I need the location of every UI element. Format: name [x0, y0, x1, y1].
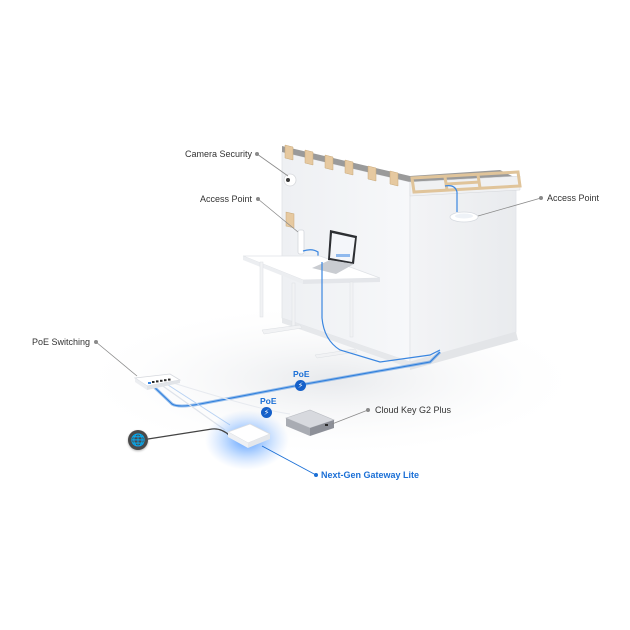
desk-access-point [297, 229, 319, 262]
wall-right [409, 170, 522, 370]
leader-lines [95, 153, 542, 425]
label-cloud-key: Cloud Key G2 Plus [375, 405, 452, 415]
leader-gateway [261, 445, 317, 476]
label-access-point-right: Access Point [547, 193, 600, 203]
lightning-bolt-icon: ⚡ [295, 380, 306, 391]
leader-dots [94, 152, 543, 412]
globe-icon: 🌐 [128, 430, 148, 450]
label-next-gen-gateway: Next-Gen Gateway Lite [321, 470, 420, 480]
label-camera-security: Camera Security [185, 149, 253, 159]
poe-label-lower: PoE [260, 396, 277, 406]
cloud-key-device [285, 409, 335, 436]
cable-desk [321, 262, 441, 363]
cable-poe-trunk-core [151, 351, 441, 407]
lightning-bolt-icon: ⚡ [261, 407, 272, 418]
gateway-device [227, 423, 271, 448]
label-poe-switching: PoE Switching [32, 337, 91, 347]
poe-switch-device [133, 373, 182, 390]
camera-device [283, 173, 297, 187]
poe-label-upper: PoE [293, 369, 310, 379]
leader-dot-gateway [314, 473, 318, 477]
label-access-point-left: Access Point [200, 194, 253, 204]
cable-switch-cloudkey [169, 381, 291, 415]
